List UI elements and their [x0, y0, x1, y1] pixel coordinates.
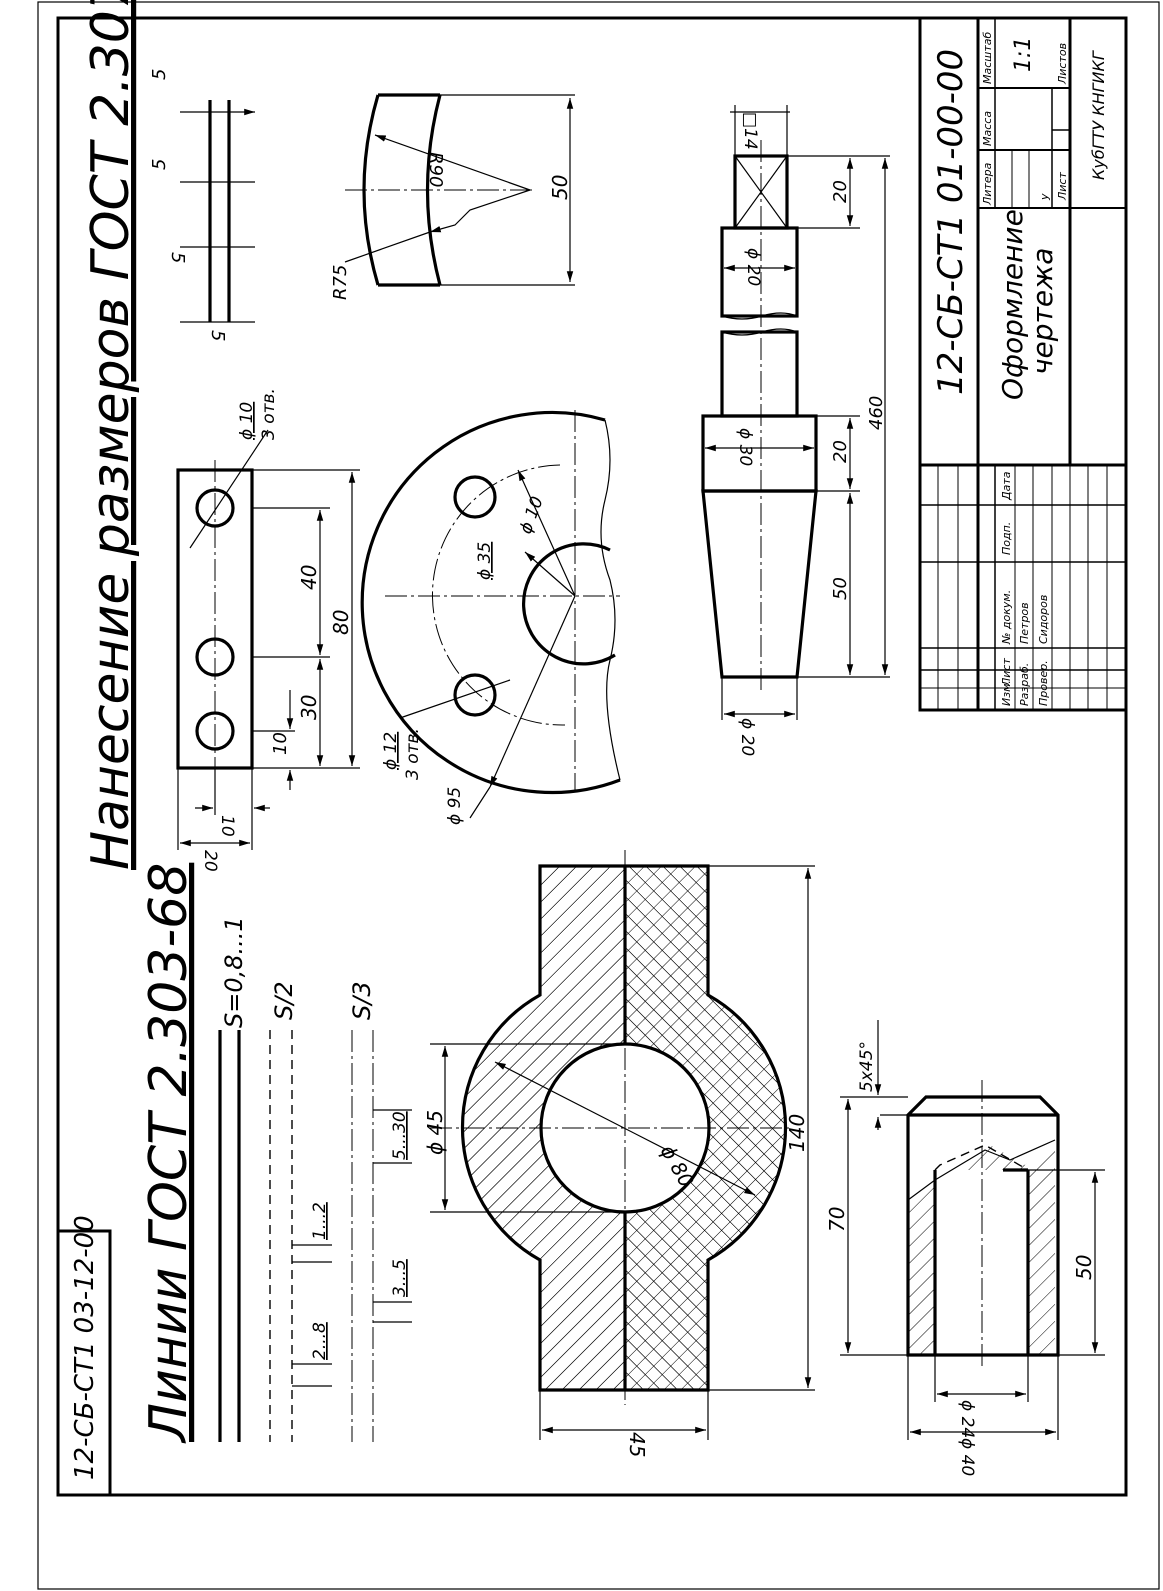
tb-podp: Подп.: [1000, 522, 1013, 555]
dim-phi20-b: ϕ 20: [737, 718, 757, 756]
dim-460: 460: [866, 396, 887, 430]
tb-prover: Провер.: [1037, 660, 1050, 706]
dim-phi35: ϕ 35: [475, 542, 495, 580]
dim-2-8: 2...8: [310, 1322, 330, 1360]
line-dashed-label: S/2: [270, 981, 298, 1020]
tb-designation: 12-СБ-СТ1 01-00-00: [931, 49, 971, 395]
inner-frame: [56, 16, 1128, 1497]
dim-50-arc: 50: [548, 175, 572, 200]
dim-5-d: 5: [207, 330, 228, 341]
line-solid-label: S=0,8...1: [220, 916, 248, 1028]
bushing: 70 5x45° 50 ϕ 24 ϕ 40: [825, 1020, 1105, 1476]
tb-sheet: Лист: [1056, 172, 1069, 201]
tb-name-2: чертежа: [1026, 248, 1059, 375]
dim-5-a: 5: [149, 69, 170, 80]
dim-phi20-a: ϕ 20: [743, 248, 763, 286]
dim-phi12: ϕ 12: [381, 732, 401, 770]
title-block: 12-СБ-СТ1 01-00-00 Оформление чертежа Ли…: [918, 16, 1128, 712]
arc-segment: 50 R90 R75: [330, 93, 575, 300]
dim-50-bushing: 50: [1072, 1255, 1096, 1280]
dim-phi95: ϕ 95: [445, 787, 465, 825]
dim-30: 30: [297, 695, 321, 720]
section-part: 45 ϕ 45 ϕ 80 140: [423, 850, 815, 1457]
thin-plate: 5 5 5 5: [149, 69, 255, 341]
dim-20-top: 20: [830, 180, 851, 203]
tb-scale: 1:1: [1011, 37, 1036, 72]
line-dashdot-label: S/3: [348, 981, 376, 1020]
tb-col-massa: Масса: [981, 111, 994, 146]
dim-5-30: 5...30: [390, 1111, 410, 1160]
dim-40: 40: [297, 565, 321, 590]
tb-data: Дата: [1000, 471, 1013, 501]
dim-phi45: ϕ 45: [423, 1110, 447, 1155]
tb-org: КубГТУ КНГИКГ: [1089, 50, 1108, 180]
dim-3-holes-b: 3 отв.: [403, 728, 423, 780]
dim-20-mid: 20: [830, 440, 851, 463]
dim-3-holes: 3 отв.: [259, 388, 279, 440]
dim-20-h: 20: [200, 850, 220, 872]
tb-col-litera: Литера: [981, 162, 994, 206]
tb-list: Лист: [1000, 658, 1013, 687]
dim-5-b: 5: [149, 159, 170, 170]
tb-docno: № докум.: [1000, 590, 1013, 645]
dim-50-shaft: 50: [830, 577, 851, 600]
dim-phi40: ϕ 40: [957, 1438, 977, 1476]
tb-name-1: Оформление: [996, 209, 1029, 400]
dim-chamfer: 5x45°: [857, 1041, 877, 1092]
tb-name-prover: Сидоров: [1037, 595, 1050, 644]
dim-80: 80: [329, 610, 353, 635]
dim-phi10: ϕ 10: [237, 402, 257, 440]
dim-1-2: 1...2: [310, 1202, 330, 1240]
tb-razrab: Разраб.: [1018, 663, 1031, 706]
tb-litera-value: у: [1038, 193, 1051, 201]
dim-10-v: 10: [270, 732, 291, 755]
tb-col-masshtab: Масштаб: [981, 32, 994, 84]
heading-lines: Линии ГОСТ 2.303-68: [139, 863, 199, 1444]
flange: ϕ 95 ϕ 35 ϕ 10 ϕ 12 3 отв.: [360, 410, 621, 825]
dim-r75: R75: [330, 265, 351, 300]
corner-stamp: 12-СБ-СТ1 03-12-00: [56, 1215, 112, 1497]
dim-phi10-b: ϕ 10: [516, 494, 548, 537]
dim-70: 70: [825, 1207, 849, 1232]
dim-5-c: 5: [167, 252, 188, 263]
dim-45: 45: [625, 1432, 649, 1457]
dim-10-h: 10: [217, 815, 237, 837]
dim-phi24: ϕ 24: [957, 1400, 977, 1438]
heading-dimensions: Нанесение размеров ГОСТ 2.307-68: [81, 0, 141, 870]
outer-frame: [37, 1, 1160, 1590]
lines-legend: S=0,8...1 S/2 S/3 2...8 1...2 3...5 5...…: [218, 916, 412, 1442]
dim-140: 140: [785, 1114, 809, 1152]
dim-phi30: ϕ 30: [735, 428, 755, 466]
dim-sq14: □14: [740, 112, 760, 150]
dim-r90: R90: [425, 152, 446, 187]
tb-sheets: Листов: [1056, 43, 1069, 85]
dim-3-5: 3...5: [390, 1259, 410, 1297]
corner-stamp-text: 12-СБ-СТ1 03-12-00: [70, 1215, 100, 1480]
tb-izm: Изм.: [1000, 680, 1013, 706]
holed-plate: 40 30 80 10 10 20 ϕ 10 3 отв.: [176, 388, 360, 872]
tb-name-razrab: Петров: [1018, 602, 1031, 644]
shaft: □14 20 ϕ 20 460 ϕ 30 20 50 ϕ 20: [701, 105, 890, 756]
